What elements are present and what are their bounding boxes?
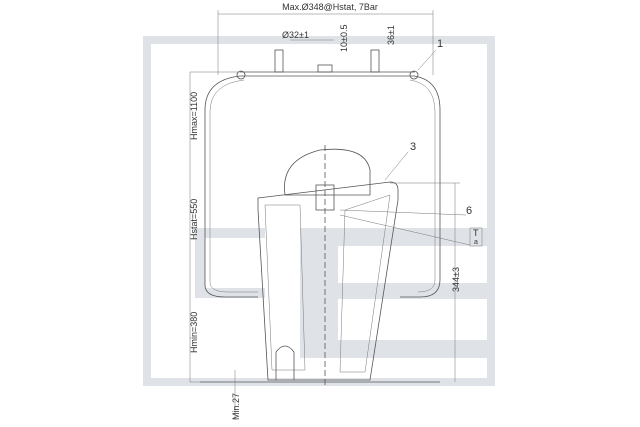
callout-6: 6	[466, 205, 472, 217]
max-diameter-label: Max.Ø348@Hstat, 7Bar	[282, 2, 378, 12]
stud-offset-label: 36±1	[386, 25, 396, 45]
callout-1: 1	[437, 38, 443, 50]
min-clearance-label: Min.27	[231, 393, 241, 420]
hmax-label: Hmax=1100	[189, 92, 199, 140]
bellow-outline	[204, 75, 258, 298]
hmin-label: Hmin=380	[189, 312, 199, 353]
hstat-label: Hstat=550	[189, 199, 199, 240]
bump-stop	[284, 148, 371, 196]
stud-diameter-label: Ø32±1	[282, 30, 309, 40]
top-plate	[236, 49, 419, 80]
callout-3: 3	[410, 141, 416, 153]
callout-t: T	[473, 228, 479, 238]
max-diameter-dimension: Max.Ø348@Hstat, 7Bar	[217, 2, 434, 75]
piston-height-label: 344±3	[451, 267, 461, 292]
watermark-logo	[143, 36, 495, 386]
center-height-label: 10±0.5	[339, 25, 349, 52]
callout-a: a	[474, 239, 478, 246]
piston	[257, 181, 399, 381]
